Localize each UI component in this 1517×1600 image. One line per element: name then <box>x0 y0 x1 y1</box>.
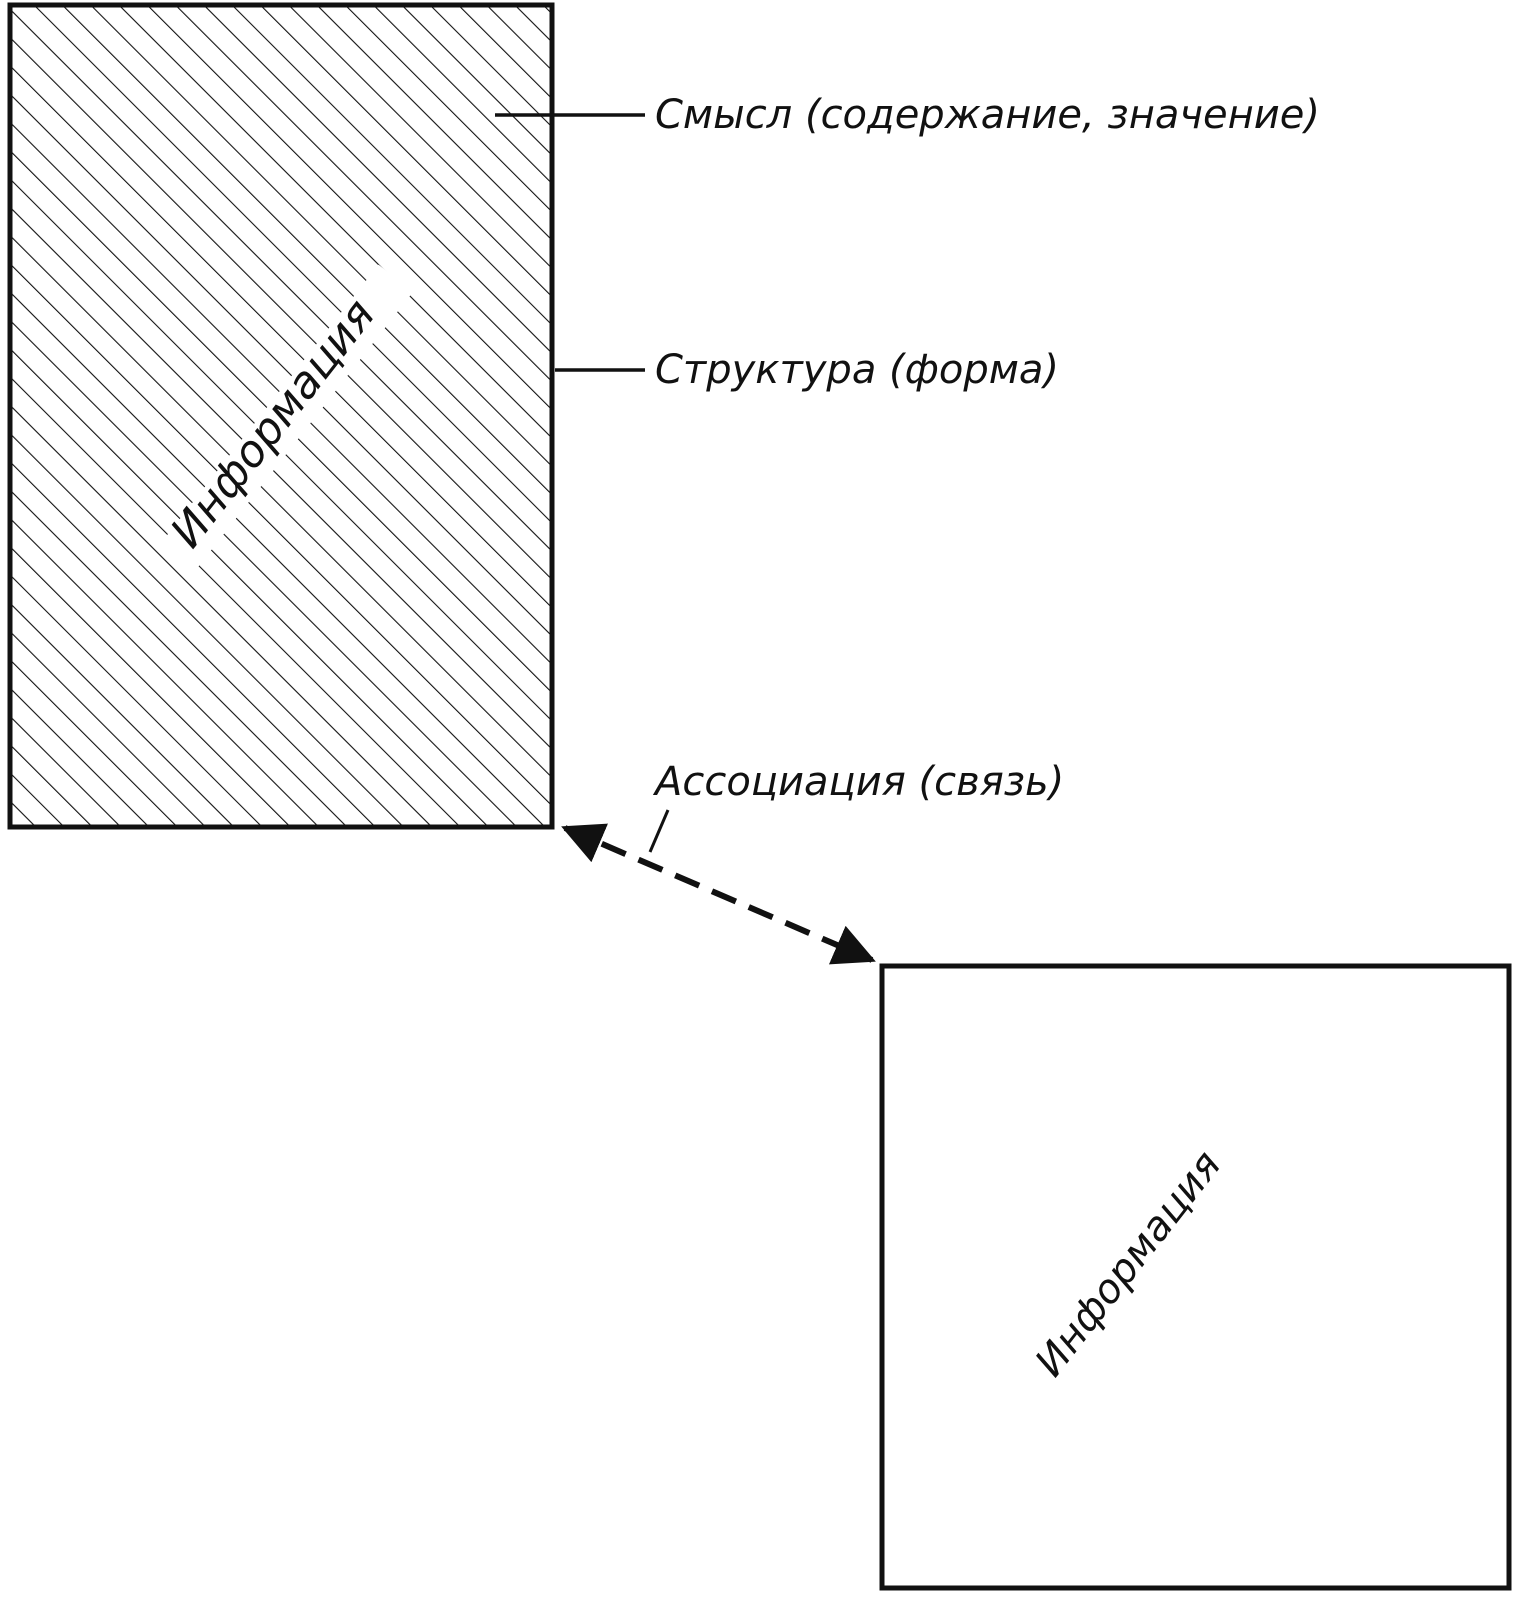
secondary-information-box: Информация <box>879 963 1512 1591</box>
primary-information-box: Информация <box>7 2 555 830</box>
association-pointer-line <box>648 809 670 853</box>
secondary-box-border <box>879 963 1512 1591</box>
structure-label: Структура (форма) <box>655 347 1059 393</box>
primary-label-band <box>156 264 414 576</box>
meaning-label: Смысл (содержание, значение) <box>655 92 1320 138</box>
association-label: Ассоциация (связь) <box>652 759 1064 805</box>
primary-box-border <box>7 2 555 830</box>
association-arrow <box>561 823 876 965</box>
